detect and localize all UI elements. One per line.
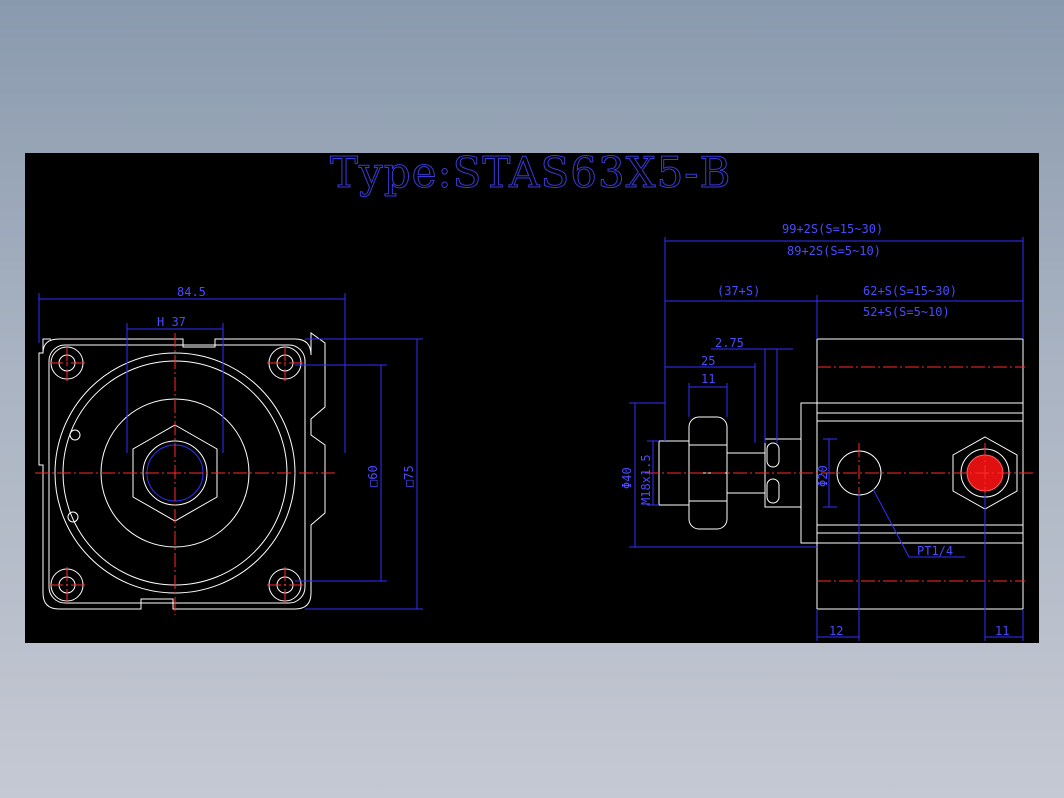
dim-overall-1: 99+2S(S=15~30): [782, 222, 883, 236]
dim-rod-length: (37+S): [717, 284, 760, 298]
dim-port: PT1/4: [917, 544, 953, 558]
dim-front-width: 84.5: [177, 285, 206, 299]
dim-11-top: 11: [701, 372, 715, 386]
dim-body-2: 52+S(S=5~10): [863, 305, 950, 319]
dim-275: 2.75: [715, 336, 744, 350]
front-view: 84.5 H 37 □60 □75: [35, 285, 423, 615]
front-body-inner: [48, 344, 306, 604]
dim-12: 12: [829, 624, 843, 638]
dim-thread: M18x1.5: [639, 454, 653, 505]
dim-body-1: 62+S(S=15~30): [863, 284, 957, 298]
side-view: 99+2S(S=15~30) 89+2S(S=5~10) (37+S) 62+S…: [620, 222, 1035, 641]
dim-25: 25: [701, 354, 715, 368]
dim-phi40: Φ40: [620, 467, 634, 489]
drawing-viewport[interactable]: Type:STAS63X5-B 84.5 H 37: [25, 153, 1039, 643]
dim-overall-2: 89+2S(S=5~10): [787, 244, 881, 258]
dim-11-bottom: 11: [995, 624, 1009, 638]
dim-bore: □60: [366, 465, 380, 487]
dim-hex: H 37: [157, 315, 186, 329]
drawing-title: Type:STAS63X5-B: [330, 153, 731, 197]
cad-drawing: Type:STAS63X5-B 84.5 H 37: [35, 153, 1035, 641]
front-body-outline: [38, 332, 326, 610]
dim-height: □75: [402, 465, 416, 487]
dim-phi20: Φ20: [816, 465, 830, 487]
